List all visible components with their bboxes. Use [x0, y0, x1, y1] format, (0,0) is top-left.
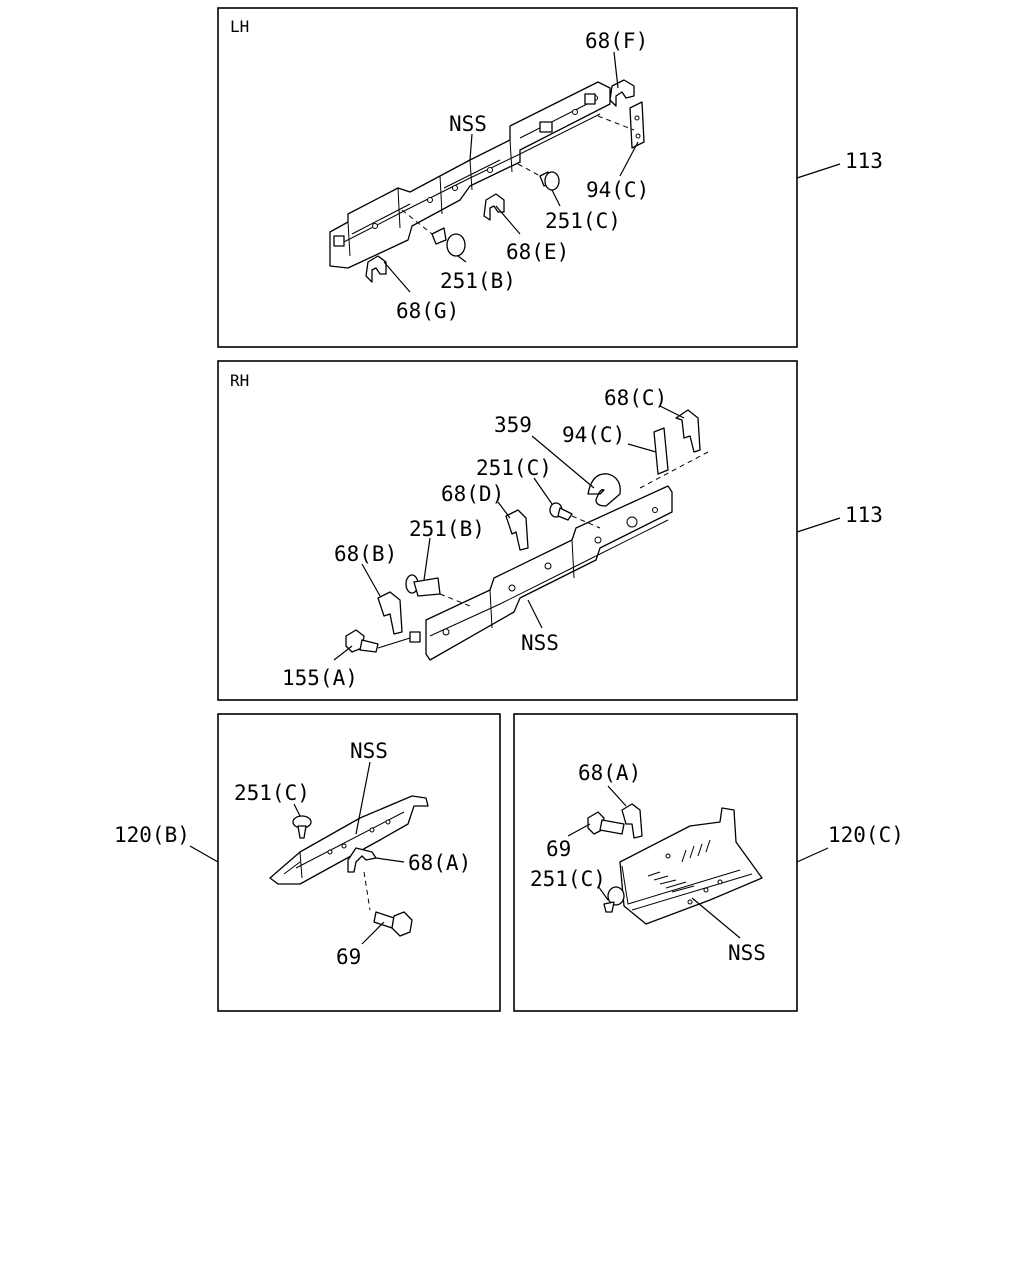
- lh-label-68e: 68(E): [506, 240, 569, 264]
- lh-clip-251b: [431, 227, 466, 257]
- lh-label-68g: 68(G): [396, 299, 459, 323]
- rh-label-nss: NSS: [521, 631, 559, 655]
- c-bolt-69: [587, 811, 625, 835]
- lh-panel-frame: [217, 7, 798, 348]
- rh-panel: RH: [217, 360, 883, 701]
- lh-ref-113: 113: [845, 149, 883, 173]
- lh-label-68f: 68(F): [585, 29, 648, 53]
- panel-120c: 68(A) 69 251(C) NSS 120(C): [513, 713, 904, 1012]
- b-label-69: 69: [336, 945, 361, 969]
- rh-label-94c: 94(C): [562, 423, 625, 447]
- b-label-nss: NSS: [350, 739, 388, 763]
- rh-plate-94c: [653, 427, 669, 475]
- rh-label-359: 359: [494, 413, 532, 437]
- rh-label-251c: 251(C): [476, 456, 552, 480]
- rh-label-251b: 251(B): [409, 517, 485, 541]
- lh-clip-251c: [539, 171, 560, 191]
- c-bracket-68a: [621, 803, 643, 839]
- rh-label-155a: 155(A): [282, 666, 358, 690]
- c-clip-251c: [603, 886, 625, 913]
- c-label-69: 69: [546, 837, 571, 861]
- b-bolt-69: [373, 911, 413, 937]
- b-clip-251c: [292, 815, 312, 839]
- rh-frame-rail-drawing: [409, 485, 673, 661]
- c-label-68a: 68(A): [578, 761, 641, 785]
- rh-label-68d: 68(D): [441, 482, 504, 506]
- lh-bracket-68f: [609, 79, 635, 107]
- b-label-68a: 68(A): [408, 851, 471, 875]
- lh-plate-94c: [629, 101, 645, 149]
- b-bracket-68a: [347, 847, 377, 873]
- lh-side-label: LH: [230, 17, 249, 36]
- lh-bracket-68g: [365, 255, 387, 283]
- lh-label-nss: NSS: [449, 112, 487, 136]
- panel-120b-frame: [217, 713, 501, 1012]
- rh-bracket-68c: [675, 409, 701, 453]
- lh-label-251b: 251(B): [440, 269, 516, 293]
- lh-frame-rail-drawing: [329, 81, 611, 269]
- lh-panel: LH: [217, 7, 883, 348]
- rh-panel-frame: [217, 360, 798, 701]
- c-label-251c: 251(C): [530, 867, 606, 891]
- panel-120c-frame: [513, 713, 798, 1012]
- panel-120b: NSS 251(C) 68(A) 69 120(B): [114, 713, 501, 1012]
- rh-bracket-68d: [505, 509, 529, 551]
- rh-label-68b: 68(B): [334, 542, 397, 566]
- lh-label-94c: 94(C): [586, 178, 649, 202]
- rh-clip-251b: [405, 574, 441, 597]
- c-member-drawing: [619, 807, 763, 925]
- lh-label-251c: 251(C): [545, 209, 621, 233]
- c-label-nss: NSS: [728, 941, 766, 965]
- b-ref-120b: 120(B): [114, 823, 190, 847]
- rh-label-68c: 68(C): [604, 386, 667, 410]
- rh-cover-359: [587, 473, 621, 507]
- b-member-drawing: [269, 795, 429, 885]
- rh-bolt-155a: [345, 629, 379, 653]
- rh-bracket-68b: [377, 591, 403, 635]
- rh-side-label: RH: [230, 371, 249, 390]
- lh-bracket-68e: [483, 193, 505, 221]
- b-label-251c: 251(C): [234, 781, 310, 805]
- c-ref-120c: 120(C): [828, 823, 904, 847]
- rh-clip-251c: [549, 502, 573, 521]
- rh-ref-113: 113: [845, 503, 883, 527]
